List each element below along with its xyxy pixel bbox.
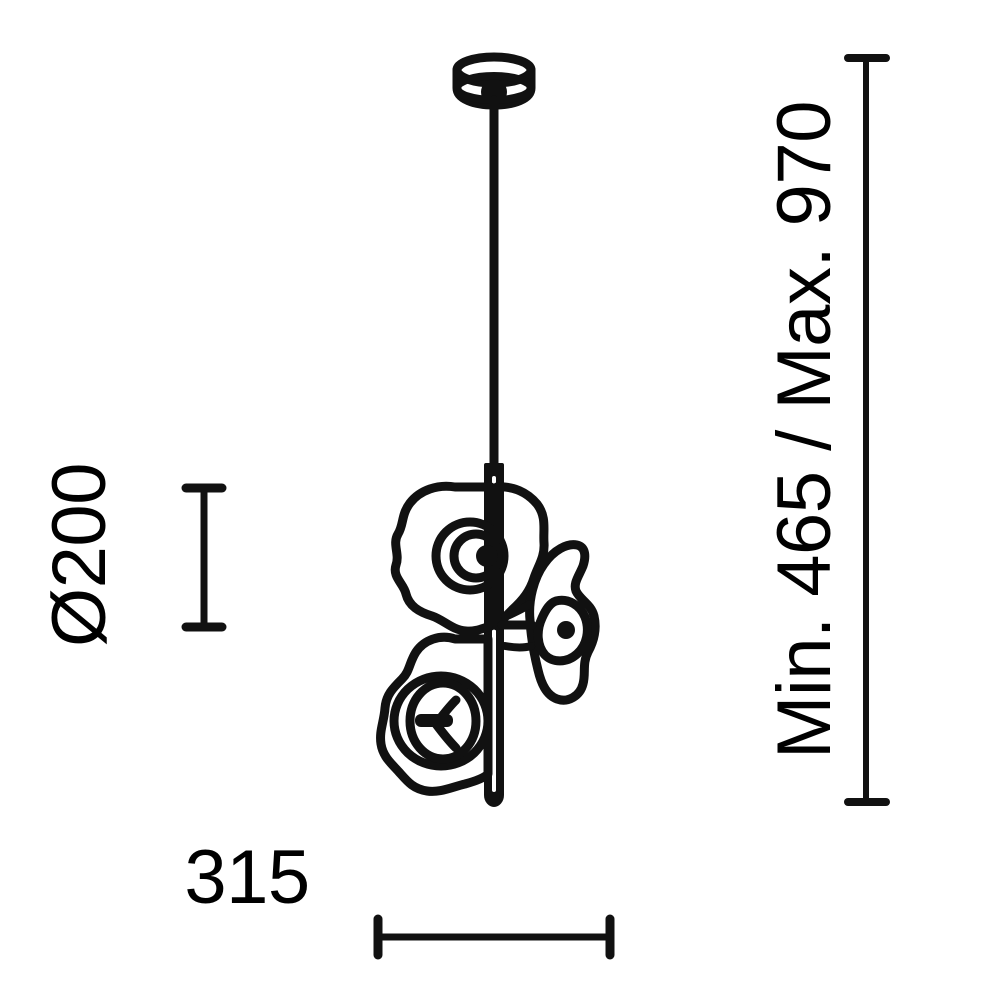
dimension-label-diameter-text: Ø200	[37, 463, 122, 647]
dimension-label-height-text: Min. 465 / Max. 970	[762, 101, 847, 759]
dimension-label-diameter: Ø200	[0, 440, 260, 670]
shade-lower-left	[376, 632, 493, 796]
dimension-label-height: Min. 465 / Max. 970	[700, 40, 860, 820]
shade-right	[497, 540, 600, 705]
dimension-line-height	[844, 54, 890, 806]
dimension-line-width	[373, 914, 615, 960]
dimension-line-diameter	[181, 483, 227, 632]
